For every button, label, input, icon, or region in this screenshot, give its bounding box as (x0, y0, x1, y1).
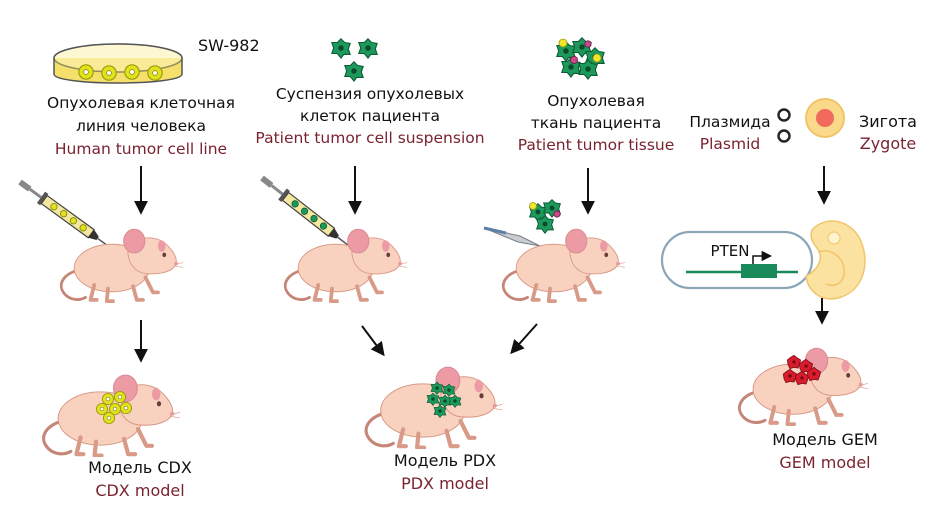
cdx-source-ru-line1: Опухолевая клеточная (47, 94, 235, 112)
plasmid-ru: Плазмида (689, 113, 771, 131)
suspension-en: Patient tumor cell suspension (255, 129, 485, 147)
suspension-cells (331, 38, 378, 82)
mouse-cdx-donor (59, 227, 183, 303)
cdx-model-en: CDX model (95, 481, 185, 500)
plasmid-en: Plasmid (699, 135, 761, 153)
pdx-model-ru: Модель PDX (393, 451, 497, 470)
arrow-tissue-to-pdx (510, 323, 538, 355)
zygote-ru: Зигота (859, 112, 917, 131)
embryo-icon (805, 220, 866, 300)
zygote-icon (805, 98, 845, 138)
suspension-ru-line2: клеток пациента (299, 107, 441, 125)
pten-gene-label: PTEN (710, 242, 750, 260)
cdx-model-ru: Модель CDX (88, 458, 192, 477)
syringe-cdx (18, 179, 113, 250)
mouse-gem-model (737, 346, 868, 426)
tumor-tissue-top (556, 37, 605, 80)
cdx-source-ru-line2: линия человека (75, 117, 207, 135)
pdx-model-en: PDX model (401, 474, 489, 493)
plasmid-construct (660, 230, 814, 290)
tissue-en: Patient tumor tissue (517, 136, 675, 154)
plasmid-icon (777, 108, 791, 143)
tumor-tissue-graft (529, 199, 561, 234)
suspension-ru-line1: Суспензия опухолевых (275, 85, 465, 103)
cell-line-code: SW-982 (198, 36, 260, 55)
scalpel-icon (483, 226, 541, 247)
gem-model-ru: Модель GEM (772, 430, 878, 449)
syringe-pdx (260, 175, 353, 249)
tissue-ru-line2: ткань пациента (530, 114, 662, 132)
gem-model-en: GEM model (779, 453, 871, 472)
cdx-source-en: Human tumor cell line (54, 140, 228, 158)
flow-arrows (134, 166, 831, 363)
zygote-en: Zygote (859, 134, 917, 153)
petri-dish (53, 43, 183, 84)
mouse-suspension-donor (283, 227, 407, 303)
tissue-ru-line1: Опухолевая (547, 92, 645, 110)
arrow-suspension-to-pdx (361, 325, 385, 357)
